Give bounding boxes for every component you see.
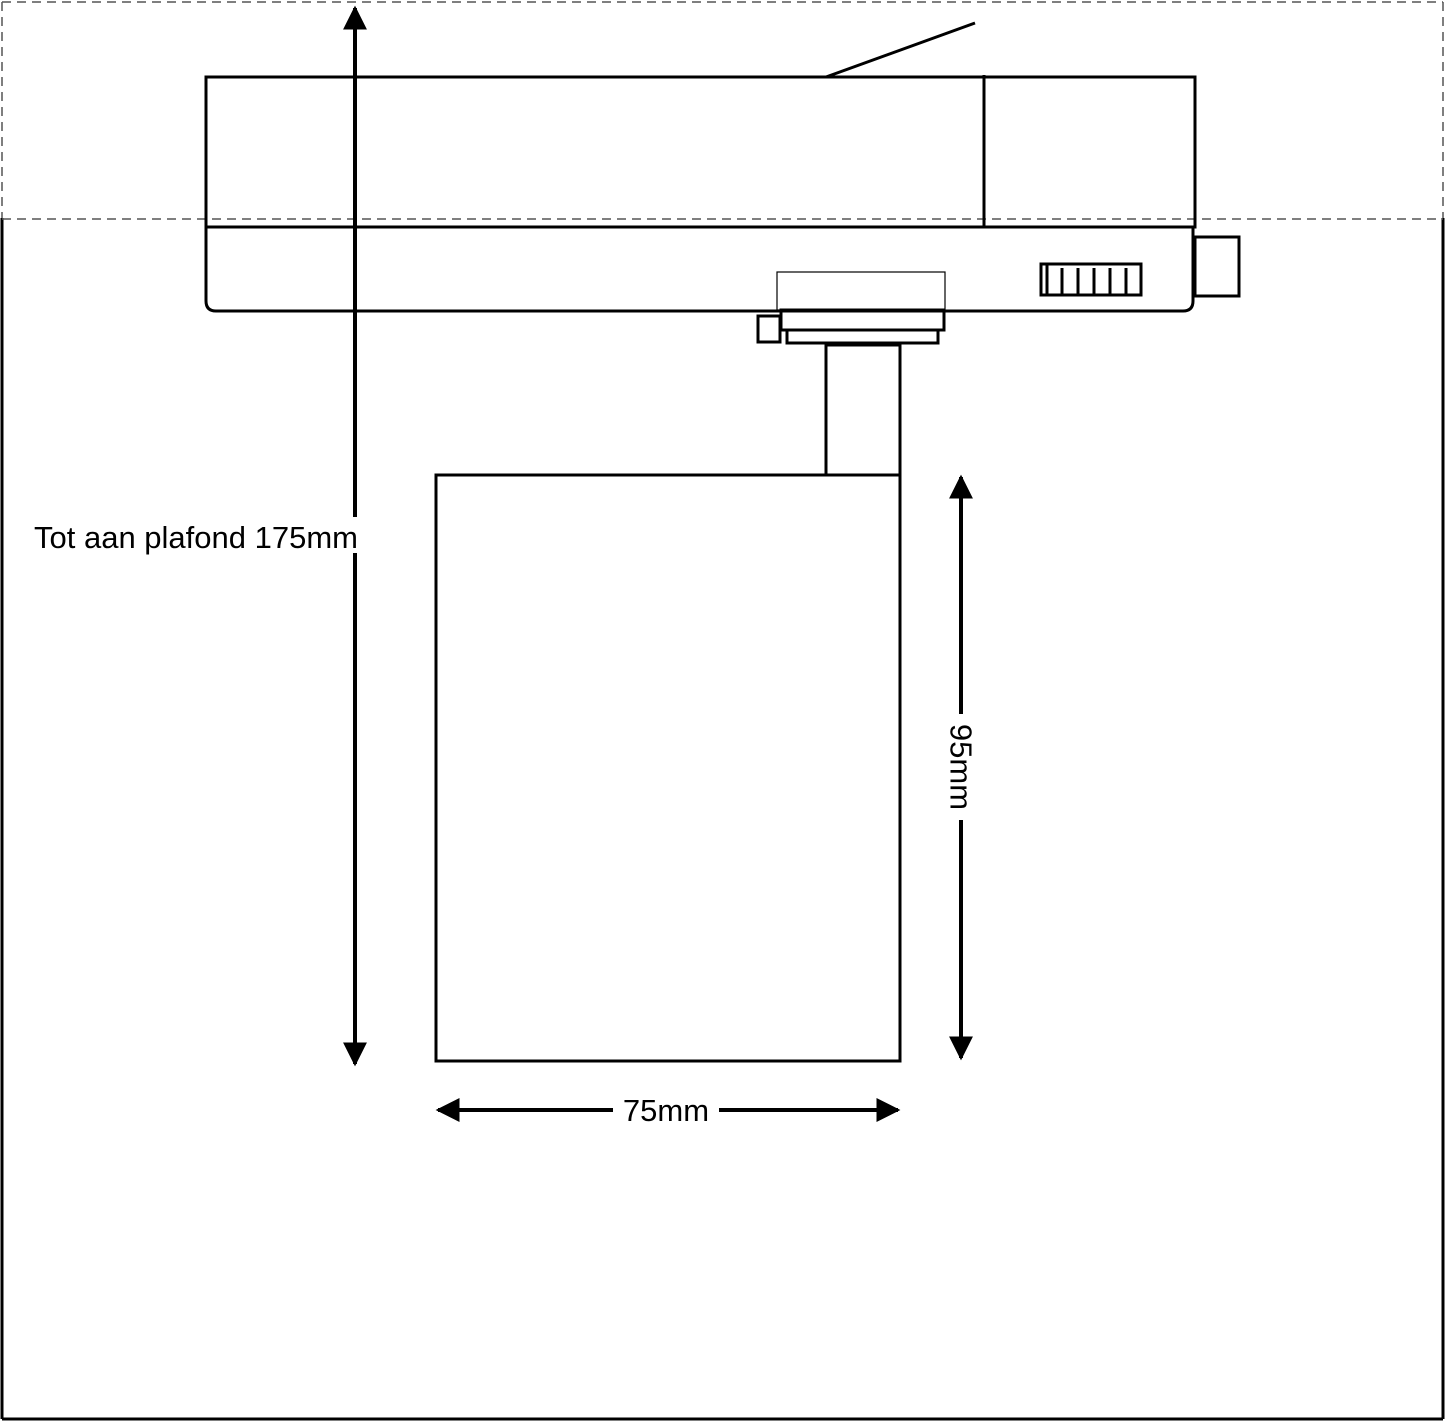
head-width-label-bg xyxy=(613,1092,719,1128)
head-height-label-bg xyxy=(944,714,980,820)
spotlight-head xyxy=(434,473,902,1063)
head-width-label: 75mm xyxy=(623,1093,709,1128)
track-adapter-lower xyxy=(204,225,1241,313)
head-height-label: 95mm xyxy=(944,724,979,810)
ceiling-height-label: Tot aan plafond 175mm xyxy=(34,520,358,555)
switch-icon xyxy=(1039,262,1143,297)
ceiling-height-label-bg xyxy=(290,517,418,553)
mounting-block xyxy=(756,271,946,345)
spotlight-stem xyxy=(824,343,902,477)
adapter-lever xyxy=(825,21,976,79)
adapter-end-cap xyxy=(1193,235,1241,298)
